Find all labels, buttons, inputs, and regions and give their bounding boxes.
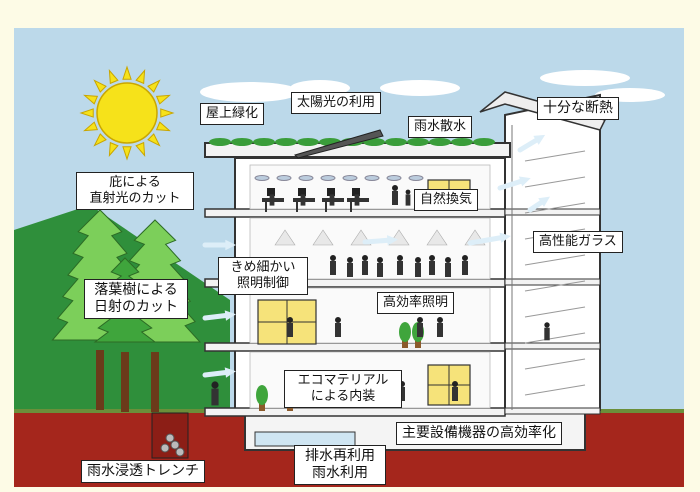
label-eaves-cut: 庇による 直射光のカット bbox=[76, 172, 194, 210]
label-deciduous-line2: 日射のカット bbox=[94, 299, 178, 315]
label-solar-use: 太陽光の利用 bbox=[291, 92, 382, 114]
label-rainwater-sprinkling: 雨水散水 bbox=[408, 116, 473, 138]
label-eco-material: エコマテリアル による内装 bbox=[284, 370, 402, 408]
label-high-efficiency-lighting: 高効率照明 bbox=[377, 292, 455, 314]
label-natural-ventilation: 自然換気 bbox=[414, 189, 479, 211]
label-rooftop-greening: 屋上緑化 bbox=[200, 103, 265, 125]
rain-trench-illustration bbox=[151, 412, 189, 459]
label-eaves-line1: 庇による bbox=[109, 175, 161, 190]
label-wastewater-line2: 雨水利用 bbox=[312, 465, 368, 481]
label-eco-material-line2: による内装 bbox=[310, 389, 376, 404]
label-deciduous-cut: 落葉樹による 日射のカット bbox=[84, 279, 188, 319]
airflow-arrows bbox=[202, 134, 550, 378]
label-rain-trench: 雨水浸透トレンチ bbox=[81, 460, 205, 483]
label-lighting-control: きめ細かい 照明制御 bbox=[218, 257, 308, 295]
label-deciduous-line1: 落葉樹による bbox=[94, 282, 178, 298]
label-eco-material-line1: エコマテリアル bbox=[297, 373, 389, 388]
occupants bbox=[211, 185, 550, 406]
sun-icon bbox=[79, 65, 175, 161]
label-wastewater-reuse: 排水再利用 雨水利用 bbox=[294, 445, 386, 485]
label-wastewater-line1: 排水再利用 bbox=[305, 448, 375, 464]
label-lighting-control-line2: 照明制御 bbox=[236, 276, 289, 291]
label-lighting-control-line1: きめ細かい bbox=[230, 260, 296, 275]
label-sufficient-insulation: 十分な断熱 bbox=[537, 97, 619, 120]
label-high-performance-glass: 高性能ガラス bbox=[533, 231, 623, 253]
office-building bbox=[204, 91, 607, 417]
label-main-equipment-efficiency: 主要設備機器の高効率化 bbox=[396, 422, 562, 445]
label-eaves-line2: 直射光のカット bbox=[89, 191, 181, 206]
